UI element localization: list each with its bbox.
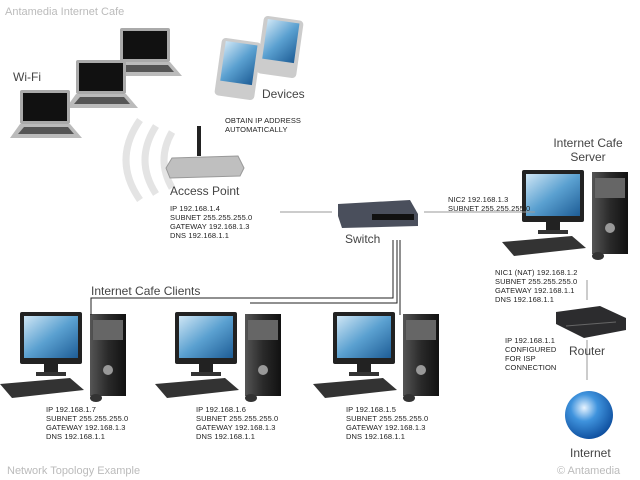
clients-label: Internet Cafe Clients <box>91 284 201 298</box>
wifi-label: Wi-Fi <box>13 70 41 84</box>
server-computer-icon <box>502 170 628 260</box>
switch-label: Switch <box>345 232 381 246</box>
globe-icon <box>565 391 613 439</box>
router-label: Router <box>569 344 606 358</box>
access-point-icon <box>165 126 245 179</box>
devices-label: Devices <box>262 87 305 101</box>
internet-label: Internet <box>570 446 611 460</box>
pda-icon <box>214 38 262 100</box>
client-computer-icon <box>155 312 281 402</box>
app-title: Antamedia Internet Cafe <box>5 6 125 18</box>
copyright: © Antamedia <box>557 465 621 477</box>
laptop-icon <box>10 90 82 138</box>
access-point-label: Access Point <box>170 184 240 198</box>
router-icon <box>556 306 626 338</box>
pda-icon <box>256 16 304 78</box>
client-computer-icon <box>313 312 439 402</box>
connection-lines <box>90 211 588 380</box>
client-computer-icon <box>0 312 126 402</box>
footer-caption: Network Topology Example <box>7 465 141 477</box>
wifi-signal-icon <box>122 117 176 203</box>
switch-icon <box>338 200 418 228</box>
